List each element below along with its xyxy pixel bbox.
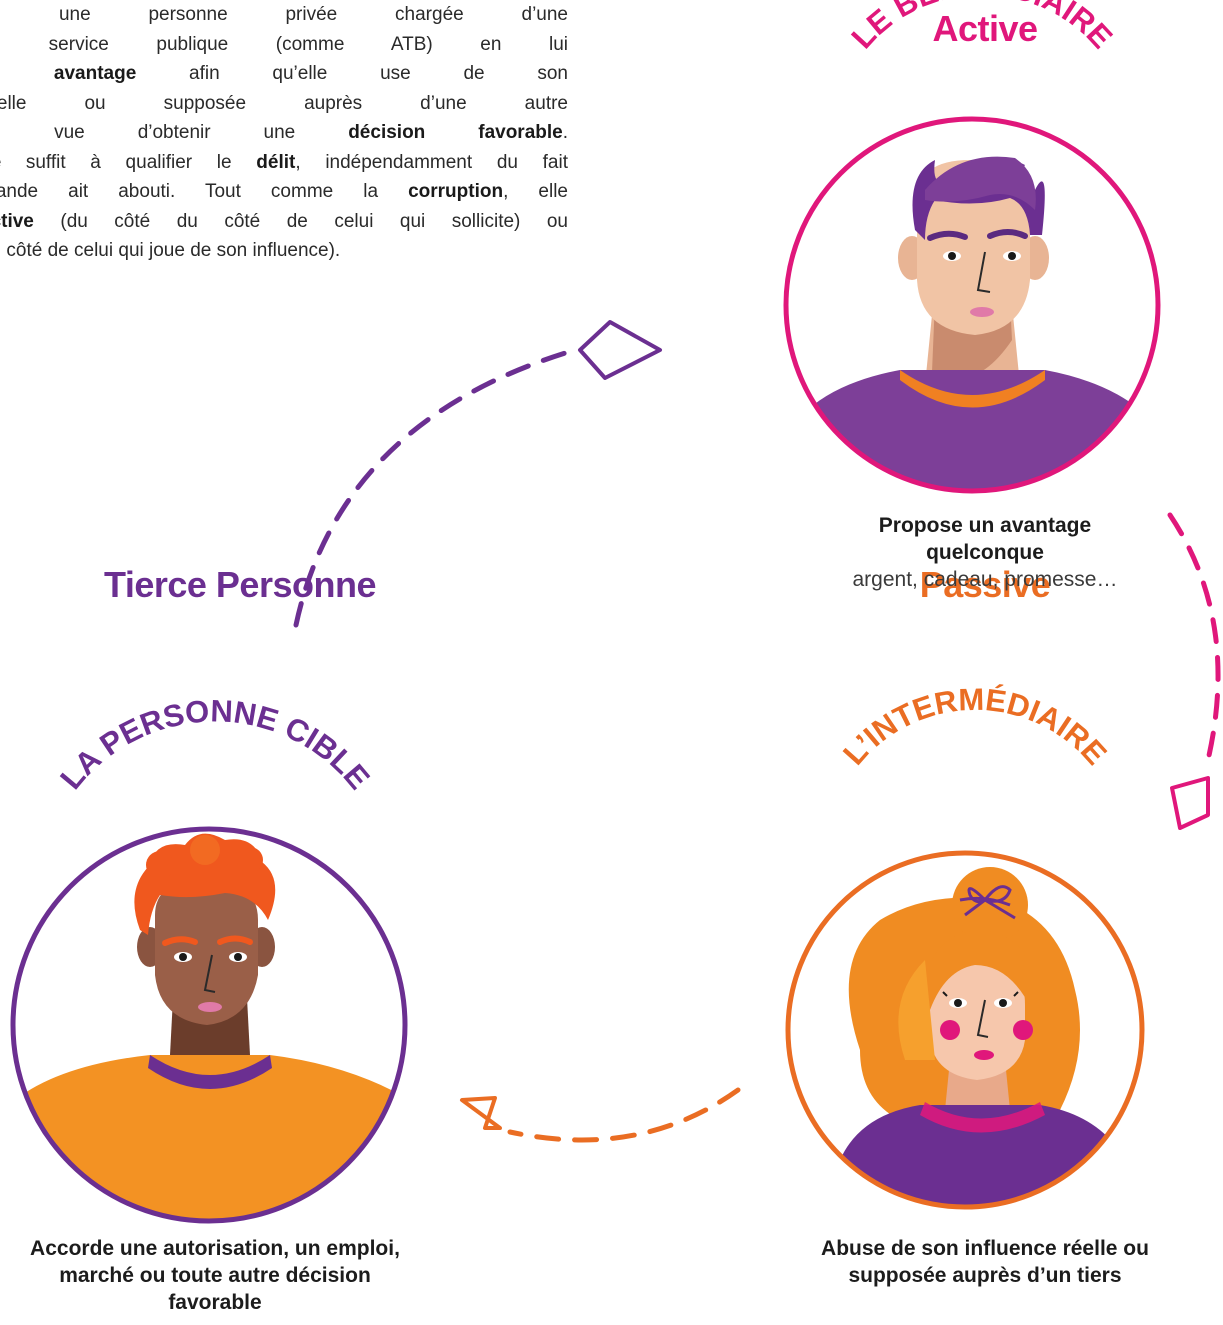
intro-line: réelle ou supposée auprès d’une autre xyxy=(0,89,568,119)
arrow-cible-to-beneficiaire xyxy=(293,320,662,628)
intro-text: (du côté du côté de celui qui sollicite)… xyxy=(33,210,568,232)
circle-cible xyxy=(10,826,408,1224)
arc-label-cible: LA PERSONNE CIBLE xyxy=(53,693,376,796)
intro-text: du côté de celui qui joue de son influen… xyxy=(0,240,341,261)
intro-text: en vue d’obtenir une xyxy=(0,122,349,143)
circle-intermediaire xyxy=(785,850,1145,1210)
intro-text: , indépendamment du fait xyxy=(295,151,568,173)
arrow-intermediaire-to-cible xyxy=(460,1087,741,1143)
intro-line: en vue d’obtenir une décision favorable. xyxy=(0,118,568,148)
intro-text: , elle xyxy=(503,181,568,202)
circle-beneficiaire xyxy=(783,116,1161,494)
intro-line: du service publique (comme ATB) en lui xyxy=(0,30,568,60)
intro-bold-term: corruption xyxy=(408,181,504,202)
intro-paragraph: ou une personne privée chargée d’une du s… xyxy=(0,0,568,266)
heading-active: Active xyxy=(932,8,1038,49)
intro-text: suffit à qualifier le xyxy=(1,151,257,173)
desc-intermediaire: Abuse de son influence réelle ou supposé… xyxy=(800,1235,1170,1289)
arc-label-intermediaire: L’INTERMÉDIAIRE xyxy=(836,682,1114,772)
intro-text: . xyxy=(562,122,569,143)
arrow-beneficiaire-to-intermediaire xyxy=(1167,512,1221,830)
intro-text: un xyxy=(0,63,54,84)
heading-tierce-personne: Tierce Personne xyxy=(104,564,376,605)
desc-beneficiaire-main: Propose un avantage quelconque xyxy=(878,514,1092,564)
intro-text: afin qu’elle use de son xyxy=(136,63,568,84)
intro-line: du côté de celui qui joue de son influen… xyxy=(0,236,568,266)
desc-cible-main: Accorde une autorisation, un emploi, mar… xyxy=(30,1237,400,1314)
desc-intermediaire-main: Abuse de son influence réelle ou supposé… xyxy=(821,1237,1149,1287)
intro-text: du service publique (comme ATB) en lui xyxy=(0,33,568,55)
intro-line: active (du côté du côté de celui qui sol… xyxy=(0,207,568,237)
intro-line: ve suffit à qualifier le délit, indépend… xyxy=(0,148,568,178)
intro-bold-term: décision favorable xyxy=(348,122,563,143)
desc-beneficiaire-examples: argent, cadeau, promesse… xyxy=(852,568,1118,591)
desc-beneficiaire: Propose un avantage quelconque argent, c… xyxy=(820,512,1150,593)
arc-label-beneficiaire: LE BÉNÉFICIAIRE xyxy=(845,0,1120,55)
intro-bold-term: active xyxy=(0,210,34,232)
intro-text: réelle ou supposée auprès d’une autre xyxy=(0,92,568,114)
intro-line: ou une personne privée chargée d’une xyxy=(0,0,568,30)
portrait-cible xyxy=(10,826,408,1224)
intro-line: mande ait abouti. Tout comme la corrupti… xyxy=(0,177,568,207)
portrait-beneficiaire xyxy=(783,116,1161,494)
intro-bold-term: avantage xyxy=(53,63,137,84)
intro-text: mande ait abouti. Tout comme la xyxy=(0,181,409,202)
intro-text: ou une personne privée chargée d’une xyxy=(0,4,568,25)
heading-passive: Passive xyxy=(919,564,1051,605)
portrait-intermediaire xyxy=(785,850,1145,1210)
intro-line: un avantage afin qu’elle use de son xyxy=(0,59,568,89)
desc-cible: Accorde une autorisation, un emploi, mar… xyxy=(20,1235,410,1316)
intro-bold-term: délit xyxy=(256,151,296,173)
intro-bold-term: ve xyxy=(0,152,1,173)
